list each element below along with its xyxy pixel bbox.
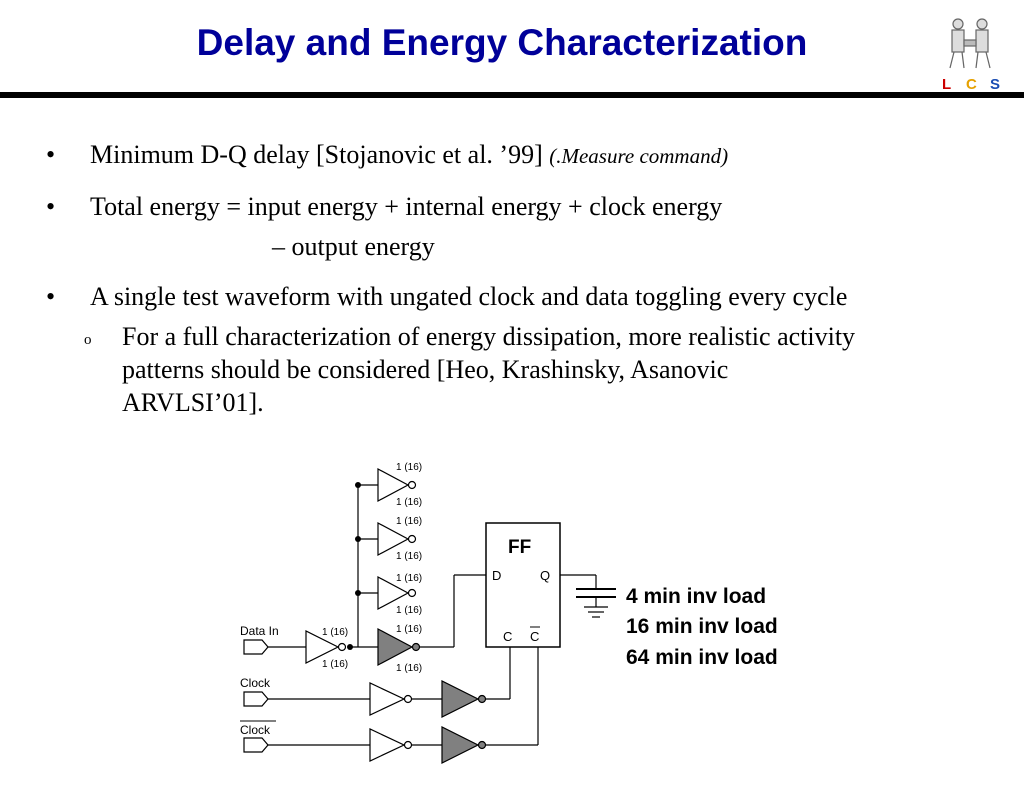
junction-dot <box>355 590 361 596</box>
clock-driver-inverter-icon <box>441 680 480 718</box>
bullet-item-energy: Total energy = input energy + internal e… <box>90 192 723 221</box>
bullet-item-energy-continuation: – output energy <box>272 232 435 261</box>
page-title: Delay and Energy Characterization <box>196 22 808 63</box>
sub-bullet-line-3: ARVLSI’01]. <box>122 388 264 417</box>
logo-letter-s: S <box>990 76 1000 93</box>
data-input-inverter-icon <box>305 630 340 664</box>
ff-q-pin-label: Q <box>540 568 550 583</box>
logo-figures-icon <box>949 18 991 69</box>
clockbar-inverter-1-icon <box>369 728 406 762</box>
ff-d-pin-label: D <box>492 568 501 583</box>
junction-dot <box>355 482 361 488</box>
size-label: 1 (16) <box>396 497 422 508</box>
logo-letter-c: C <box>966 76 977 93</box>
flip-flop-box <box>485 522 561 648</box>
size-label: 1 (16) <box>396 551 422 562</box>
sub-bullet-line-2: patterns should be considered [Heo, Kras… <box>122 355 729 384</box>
data-in-label: Data In <box>240 624 279 638</box>
title-divider <box>0 92 1024 98</box>
clock-port-icon <box>243 691 269 707</box>
clock-bar-label: Clock <box>240 723 271 737</box>
bullet-marker: • <box>46 140 56 169</box>
clock-label: Clock <box>240 676 271 690</box>
bullet-marker: • <box>46 282 56 311</box>
size-label: 1 (16) <box>396 624 422 635</box>
ff-label: FF <box>508 537 531 558</box>
load-label-64: 64 min inv load <box>626 646 778 669</box>
load-inverter-3-icon <box>377 576 410 610</box>
bullet-note: (.Measure command) <box>549 144 729 168</box>
clockbar-driver-inverter-icon <box>441 726 480 764</box>
size-label: 1 (16) <box>396 516 422 527</box>
clock-bar-port-icon <box>243 737 269 753</box>
data-in-port-icon <box>243 639 269 655</box>
load-inverter-1-icon <box>377 468 410 502</box>
test-circuit-diagram: Data In Clock Clock 1 (16) 1 (16) 1 (16)… <box>240 462 616 764</box>
junction-dot <box>347 644 353 650</box>
bullet-item-delay: Minimum D-Q delay [Stojanovic et al. ’99… <box>90 140 728 170</box>
load-label-16: 16 min inv load <box>626 615 778 638</box>
size-label: 1 (16) <box>322 659 348 670</box>
size-label: 1 (16) <box>396 462 422 473</box>
size-label: 1 (16) <box>396 663 422 674</box>
ff-cbar-pin-label: C <box>530 629 539 644</box>
sub-bullet-marker: o <box>84 332 92 348</box>
load-inverter-2-icon <box>377 522 410 556</box>
size-label: 1 (16) <box>322 627 348 638</box>
junction-dot <box>355 536 361 542</box>
ff-c-pin-label: C <box>503 629 512 644</box>
bullet-item-waveform: A single test waveform with ungated cloc… <box>90 282 848 311</box>
bullet-marker: • <box>46 192 56 221</box>
load-label-4: 4 min inv load <box>626 585 767 608</box>
data-driver-inverter-icon <box>377 628 414 666</box>
bullet-text: Minimum D-Q delay [Stojanovic et al. ’99… <box>90 140 543 169</box>
clock-inverter-1-icon <box>369 682 406 716</box>
size-label: 1 (16) <box>396 605 422 616</box>
lcs-logo: L C S <box>942 18 1000 93</box>
size-label: 1 (16) <box>396 573 422 584</box>
logo-letter-l: L <box>942 76 951 93</box>
sub-bullet-line-1: For a full characterization of energy di… <box>122 322 856 351</box>
